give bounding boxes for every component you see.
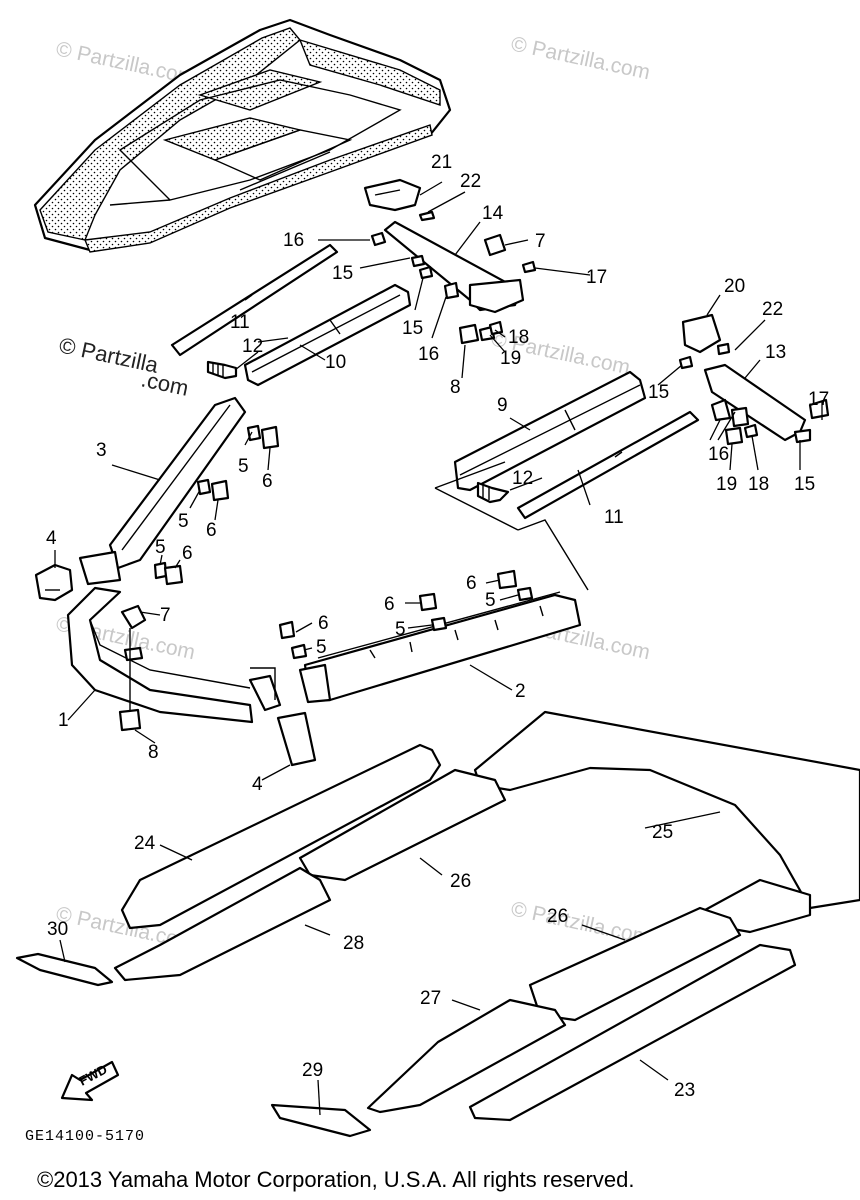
callout-label: 30 bbox=[47, 919, 68, 940]
callout-label: 13 bbox=[765, 342, 786, 363]
callout-label: 15 bbox=[332, 263, 353, 284]
callout-label: 6 bbox=[182, 543, 193, 564]
callout-label: 17 bbox=[808, 389, 829, 410]
callout-label: 15 bbox=[402, 318, 423, 339]
callout-label: 5 bbox=[238, 456, 249, 477]
callout-label: 6 bbox=[318, 613, 329, 634]
callout-label: 24 bbox=[134, 833, 156, 854]
callout-label: 5 bbox=[485, 590, 496, 611]
fwd-arrow: FWD bbox=[60, 1060, 120, 1102]
rail-pads-right bbox=[434, 370, 700, 591]
watermark-main-line2: .com bbox=[139, 366, 191, 400]
bracket-14 bbox=[363, 178, 537, 345]
screw-12-left bbox=[206, 360, 238, 380]
callout-label: 26 bbox=[547, 906, 568, 927]
watermark: © Partzilla.com bbox=[509, 32, 652, 84]
callout-label: 1 bbox=[58, 710, 69, 731]
callout-label: 22 bbox=[460, 171, 481, 192]
callout-label: 19 bbox=[716, 474, 737, 495]
callout-label: 16 bbox=[708, 444, 729, 465]
callout-label: 10 bbox=[325, 352, 346, 373]
callout-label: 5 bbox=[316, 637, 327, 658]
copyright: ©2013 Yamaha Motor Corporation, U.S.A. A… bbox=[37, 1167, 634, 1192]
callout-label: 6 bbox=[206, 520, 217, 541]
callout-label: 18 bbox=[748, 474, 769, 495]
callout-label: 7 bbox=[535, 231, 546, 252]
diagram-code: GE14100-5170 bbox=[25, 1128, 145, 1145]
callout-label: 16 bbox=[283, 230, 304, 251]
callout-label: 29 bbox=[302, 1060, 323, 1081]
rail-2 bbox=[278, 569, 582, 704]
callout-label: 3 bbox=[96, 440, 107, 461]
callout-label: 2 bbox=[515, 681, 526, 702]
callout-label: 17 bbox=[586, 267, 607, 288]
callout-label: 20 bbox=[724, 276, 745, 297]
callout-label: 5 bbox=[178, 511, 189, 532]
callout-label: 12 bbox=[242, 336, 263, 357]
callout-label: 18 bbox=[508, 327, 529, 348]
callout-label: 15 bbox=[794, 474, 815, 495]
callout-label: 14 bbox=[482, 203, 504, 224]
callout-label: 6 bbox=[262, 471, 273, 492]
callout-label: 16 bbox=[418, 344, 439, 365]
callout-label: 15 bbox=[648, 382, 669, 403]
callout-label: 11 bbox=[230, 312, 250, 333]
rail-1 bbox=[66, 586, 317, 767]
callout-label: 8 bbox=[148, 742, 159, 763]
callout-label: 11 bbox=[604, 507, 624, 528]
callout-label: 22 bbox=[762, 299, 783, 320]
leader-lines bbox=[54, 181, 823, 1116]
rail-3 bbox=[34, 396, 280, 602]
callout-label: 12 bbox=[512, 468, 533, 489]
callouts: 1 2 3 4 4 5 5 5 5 5 5 6 6 6 6 6 6 7 7 8 … bbox=[46, 152, 829, 1101]
callout-label: 21 bbox=[431, 152, 452, 173]
callout-label: 28 bbox=[343, 933, 364, 954]
callout-label: 25 bbox=[652, 822, 673, 843]
callout-label: 8 bbox=[450, 377, 461, 398]
callout-label: 19 bbox=[500, 348, 521, 369]
rail-pads-left-upper bbox=[170, 243, 412, 387]
callout-label: 7 bbox=[160, 605, 171, 626]
hull-illustration bbox=[33, 18, 452, 253]
callout-label: 27 bbox=[420, 988, 441, 1009]
bracket-13 bbox=[678, 313, 830, 446]
callout-label: 9 bbox=[497, 395, 508, 416]
callout-label: 4 bbox=[252, 774, 263, 795]
callout-label: 4 bbox=[46, 528, 57, 549]
callout-label: 23 bbox=[674, 1080, 695, 1101]
mat-24 bbox=[15, 710, 860, 1138]
callout-label: 6 bbox=[466, 573, 477, 594]
callout-label: 6 bbox=[384, 594, 395, 615]
callout-label: 26 bbox=[450, 871, 471, 892]
callout-label: 5 bbox=[155, 537, 166, 558]
callout-label: 5 bbox=[395, 619, 406, 640]
